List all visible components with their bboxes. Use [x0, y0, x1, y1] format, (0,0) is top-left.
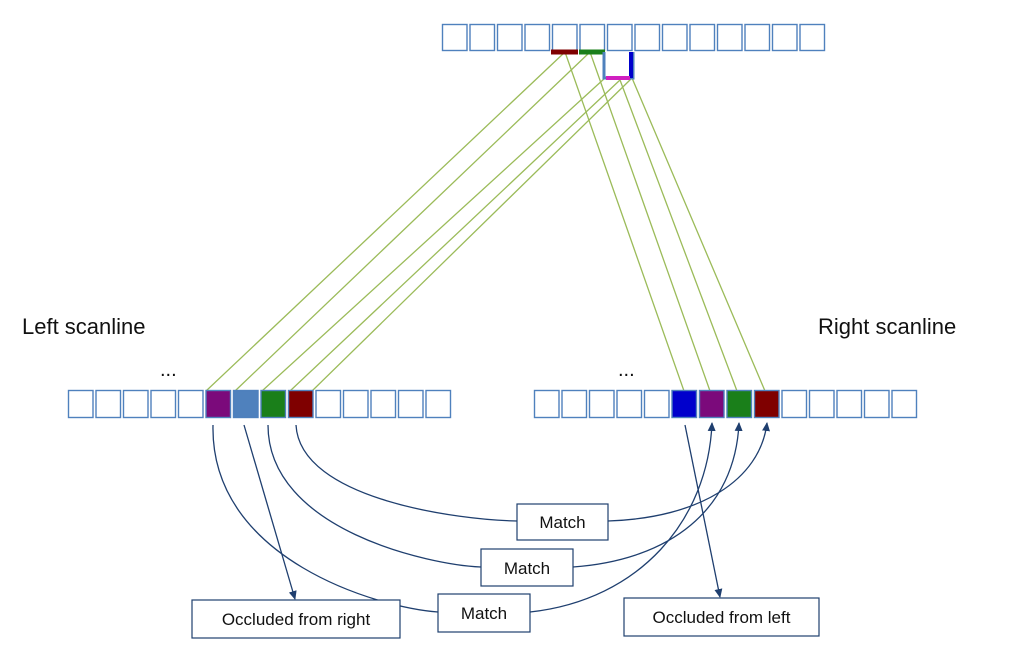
match-label-2: Match [504, 559, 550, 578]
projection-ray [589, 51, 711, 392]
top-scanline-cell [634, 23, 661, 52]
left-scanline-label: Left scanline [22, 314, 146, 339]
left-scanline-cell [150, 389, 177, 419]
occluded-from-left-arrow [684, 424, 723, 598]
left-scanline-cell [95, 389, 122, 419]
left-ellipsis: ... [160, 359, 177, 381]
top-scanline-cell [441, 23, 468, 52]
match-box-1: Match [516, 503, 609, 541]
projection-ray [564, 51, 685, 392]
right-scanline-cell-purple [698, 389, 725, 419]
left-scanline-cell [67, 389, 94, 419]
match-box-3: Match [437, 593, 531, 633]
right-ellipsis: ... [618, 359, 635, 381]
match-curve-3-left [212, 424, 439, 613]
top-scanline-highlights [551, 49, 635, 80]
top-occlusion-bracket [602, 52, 635, 80]
right-scanline-cell [588, 389, 615, 419]
top-scanline-cell [689, 23, 716, 52]
top-scanline-cell [579, 23, 606, 52]
top-scanline-cell [496, 23, 523, 52]
right-scanline-cell-green [726, 389, 753, 419]
match-label-3: Match [461, 604, 507, 623]
occluded-from-right-box: Occluded from right [191, 599, 401, 639]
top-scanline-cell [524, 23, 551, 52]
top-scanline-cell [716, 23, 743, 52]
occluded-from-left-label: Occluded from left [653, 608, 791, 627]
right-scanline-cell [836, 389, 863, 419]
projection-ray [289, 79, 621, 392]
projection-ray [631, 77, 766, 392]
top-scanline-cell [469, 23, 496, 52]
right-scanline-cell [891, 389, 918, 419]
top-scanline-cell [606, 23, 633, 52]
match-curve-1-left [295, 424, 518, 522]
left-scanline-cell [342, 389, 369, 419]
left-scanline-cell [315, 389, 342, 419]
right-scanline-cell [616, 389, 643, 419]
occluded-from-right-label: Occluded from right [222, 610, 371, 629]
projection-ray [205, 51, 566, 392]
occluded-from-right-arrow [243, 424, 297, 600]
left-scanline-cell [122, 389, 149, 419]
match-label-1: Match [539, 513, 585, 532]
left-scanline-cell-steel-blue [232, 389, 259, 419]
projection-rays [205, 51, 766, 392]
left-scanline-cell [397, 389, 424, 419]
left-scanline-cell-purple [205, 389, 232, 419]
right-scanline-cell [533, 389, 560, 419]
left-scanline-cell [425, 389, 452, 419]
right-scanline-cell [561, 389, 588, 419]
right-scanline-label: Right scanline [818, 314, 956, 339]
right-scanline-cell-blue [671, 389, 698, 419]
match-box-2: Match [480, 548, 574, 587]
left-scanline-cell [177, 389, 204, 419]
match-arrows [212, 422, 770, 613]
right-scanline-cell-dark-red [753, 389, 780, 419]
match-curve-2-right [572, 422, 743, 568]
right-scanline [533, 389, 918, 419]
left-scanline [67, 389, 452, 419]
top-scanline-cell [744, 23, 771, 52]
left-scanline-cell-green [260, 389, 287, 419]
occluded-from-left-box: Occluded from left [623, 597, 820, 637]
right-scanline-cell [643, 389, 670, 419]
right-scanline-cell [863, 389, 890, 419]
top-scanline-cell [551, 23, 578, 52]
top-scanline [441, 23, 826, 52]
match-curve-2-left [267, 424, 482, 568]
top-scanline-cell [799, 23, 826, 52]
left-scanline-cell-dark-red [287, 389, 314, 419]
projection-ray [234, 51, 591, 392]
right-scanline-cell [781, 389, 808, 419]
projection-ray [261, 77, 606, 392]
projection-ray [619, 79, 738, 392]
projection-ray [311, 77, 633, 392]
left-scanline-cell [370, 389, 397, 419]
match-curve-3-right [529, 422, 716, 613]
top-scanline-cell [771, 23, 798, 52]
top-scanline-cell [661, 23, 688, 52]
right-scanline-cell [808, 389, 835, 419]
